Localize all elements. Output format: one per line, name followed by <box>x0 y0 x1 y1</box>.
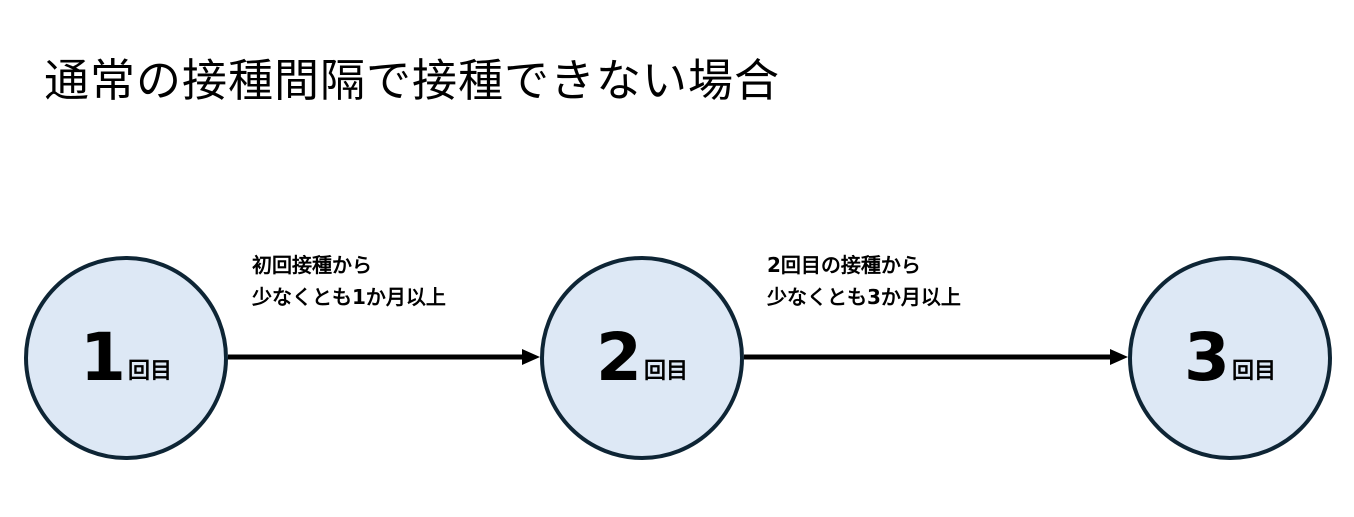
interval-line-1: 2回目の接種から <box>767 253 921 277</box>
arrow-2-to-3 <box>744 349 1128 365</box>
dose-2-circle: 2 回目 <box>540 256 744 460</box>
interval-label-1: 初回接種から 少なくとも1か月以上 <box>252 249 446 313</box>
arrow-1-to-2 <box>228 349 540 365</box>
dose-suffix: 回目 <box>1231 359 1276 384</box>
dose-suffix: 回目 <box>127 359 172 384</box>
interval-line-1: 初回接種から <box>252 253 372 277</box>
dose-1-circle: 1 回目 <box>24 256 228 460</box>
dose-suffix: 回目 <box>643 359 688 384</box>
interval-line-2: 少なくとも1か月以上 <box>252 285 446 309</box>
dose-number: 1 <box>80 319 126 396</box>
page-title: 通常の接種間隔で接種できない場合 <box>44 54 781 107</box>
dose-number: 3 <box>1184 319 1230 396</box>
interval-line-2: 少なくとも3か月以上 <box>767 285 961 309</box>
interval-label-2: 2回目の接種から 少なくとも3か月以上 <box>767 249 961 313</box>
dose-3-circle: 3 回目 <box>1128 256 1332 460</box>
dose-number: 2 <box>596 319 642 396</box>
